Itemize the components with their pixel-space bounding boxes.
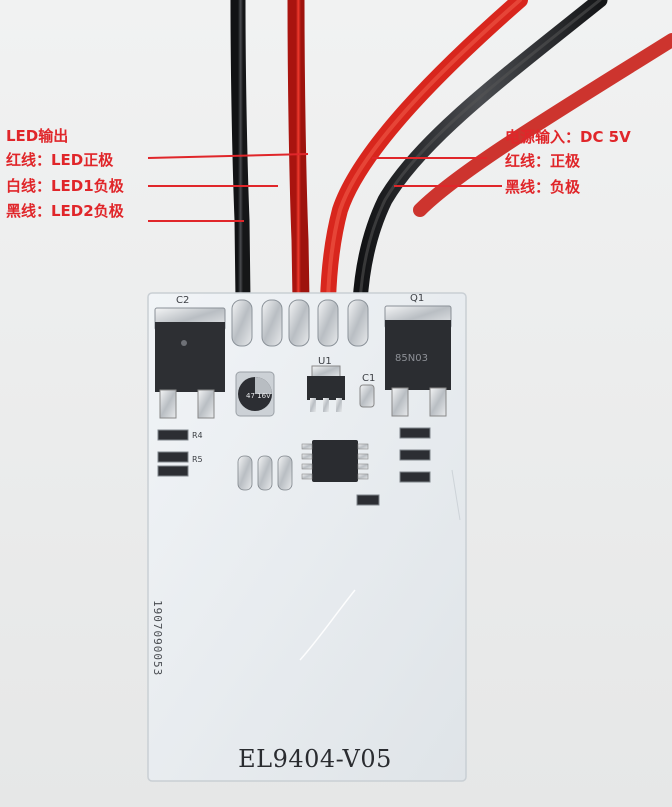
electrolytic-capacitor: 47 16V — [235, 371, 275, 417]
pcb-board: 85N03 47 16V — [147, 292, 467, 782]
led-black-wire — [230, 0, 251, 308]
silk-r4: R4 — [192, 431, 203, 440]
wire-bundle — [230, 0, 672, 310]
power-red-wire-label: 红线：正极 — [505, 152, 581, 170]
smd-passives — [157, 427, 431, 506]
mosfet-right: 85N03 — [384, 305, 452, 417]
silk-c2: C2 — [176, 295, 189, 306]
board-serial-number: 1907090053 — [151, 600, 164, 677]
mosfet-marking: 85N03 — [395, 353, 428, 364]
silk-c1: C1 — [362, 373, 375, 384]
led-white-wire-label: 白线：LED1负极 — [6, 177, 124, 195]
ic-soic8 — [301, 440, 369, 482]
led-red-wire — [287, 0, 310, 309]
power-black-wire-label: 黑线：负极 — [505, 178, 581, 196]
led-red-wire-label: 红线：LED正极 — [6, 151, 114, 169]
silk-r5: R5 — [192, 455, 203, 464]
wire-solder-pads — [231, 299, 369, 347]
capacitor-marking: 47 16V — [246, 392, 271, 400]
led-black-wire-label: 黑线：LED2负极 — [6, 202, 124, 220]
led-output-title: LED输出 — [6, 127, 69, 145]
line-led-red — [147, 153, 309, 159]
regulator-u1 — [307, 365, 345, 412]
board-model-label: EL9404-V05 — [238, 745, 392, 773]
silk-q1: Q1 — [410, 293, 424, 304]
capacitor-c1 — [359, 384, 375, 408]
silk-u1: U1 — [318, 356, 332, 367]
power-red-wire-strand — [413, 33, 672, 217]
annotation-lines — [147, 153, 502, 222]
mosfet-left — [154, 307, 226, 419]
power-input-title: 电源输入：DC 5V — [505, 128, 631, 146]
